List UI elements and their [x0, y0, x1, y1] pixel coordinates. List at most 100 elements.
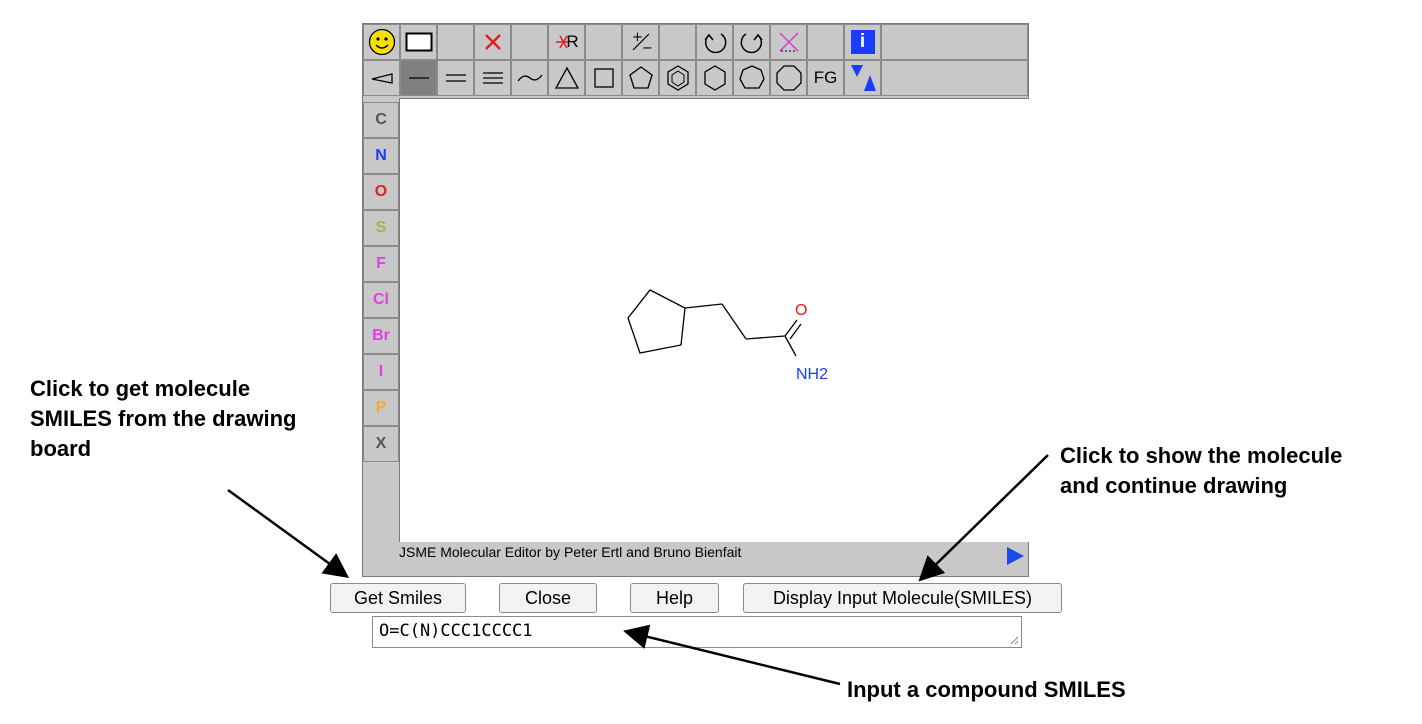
atom-button-x[interactable]: X [363, 426, 399, 462]
info-button[interactable]: i [844, 24, 881, 60]
atom-label: Cl [373, 291, 389, 308]
wedge-bond-icon [371, 73, 393, 84]
toolbar-empty-4 [659, 24, 696, 60]
delete-r-icon [556, 35, 569, 49]
ring5-button[interactable] [622, 60, 659, 96]
play-icon[interactable] [1007, 547, 1024, 565]
octagon-ring-icon [775, 65, 802, 91]
double-bond-button[interactable] [437, 60, 474, 96]
clear-button[interactable] [770, 24, 807, 60]
redo-icon [740, 33, 763, 54]
display-input-molecule-button[interactable]: Display Input Molecule(SMILES) [743, 583, 1062, 613]
atom-button-i[interactable]: I [363, 354, 399, 390]
ring7-button[interactable] [733, 60, 770, 96]
redo-button[interactable] [733, 24, 770, 60]
plus-minus-icon: +− [632, 30, 653, 55]
delete-button[interactable] [474, 24, 511, 60]
atom-button-f[interactable]: F [363, 246, 399, 282]
atom-button-cl[interactable]: Cl [363, 282, 399, 318]
atom-label: S [375, 219, 387, 236]
bond [745, 335, 786, 340]
oxygen-atom: O [795, 302, 807, 319]
jsme-editor: R +− i [362, 23, 1029, 577]
annotation-display: Click to show the molecule and continue … [1060, 441, 1342, 501]
help-button[interactable]: Help [630, 583, 719, 613]
delete-rgroup-button[interactable]: R [548, 24, 585, 60]
fg-label: FG [813, 68, 838, 87]
atom-button-s[interactable]: S [363, 210, 399, 246]
undo-icon [703, 33, 726, 54]
toolbar-empty-3 [585, 24, 622, 60]
bond [784, 335, 797, 357]
single-bond-icon [408, 77, 429, 79]
rgroup-label: R [566, 32, 579, 51]
clear-icon [778, 32, 799, 52]
info-icon: i [850, 30, 875, 54]
atom-label: O [374, 183, 388, 200]
atom-button-n[interactable]: N [363, 138, 399, 174]
annotation-line: Click to show the molecule [1060, 443, 1343, 468]
atom-button-o[interactable]: O [363, 174, 399, 210]
toolbar-filler-top [881, 24, 1028, 60]
benzene-ring-icon [666, 65, 689, 91]
triangle-ring-icon [554, 66, 579, 89]
rectangle-select-icon [405, 32, 432, 52]
ring4-button[interactable] [585, 60, 622, 96]
ring6-button[interactable] [696, 60, 733, 96]
bond [684, 303, 723, 309]
molecule-drawing: O NH2 [627, 289, 828, 383]
delete-x-icon [484, 34, 501, 50]
resize-grip-icon[interactable] [1009, 635, 1019, 645]
atom-label: F [376, 255, 386, 272]
undo-button[interactable] [696, 24, 733, 60]
status-bar-text: JSME Molecular Editor by Peter Ertl and … [399, 544, 742, 560]
annotation-line: SMILES from the drawing [30, 406, 297, 431]
toolbar-empty-5 [807, 24, 844, 60]
single-bond-button[interactable] [400, 60, 437, 96]
square-ring-icon [593, 68, 614, 88]
flip-triangles-icon [850, 65, 876, 91]
pentagon-ring-icon [628, 66, 653, 89]
triple-bond-icon [482, 72, 503, 84]
atom-button-c[interactable]: C [363, 102, 399, 138]
annotation-line: and continue drawing [1060, 473, 1288, 498]
close-button[interactable]: Close [499, 583, 597, 613]
svg-text:−: − [642, 41, 653, 55]
double-bond-b [789, 323, 802, 340]
flip-button[interactable] [844, 60, 881, 96]
ring8-button[interactable] [770, 60, 807, 96]
heptagon-ring-icon [738, 65, 765, 89]
wedge-bond-button[interactable] [363, 60, 400, 96]
arrow-to-display-button [918, 454, 1049, 582]
atom-label: Br [372, 327, 390, 344]
annotation-input: Input a compound SMILES [847, 677, 1126, 702]
select-rect-button[interactable] [400, 24, 437, 60]
toolbar-empty-2 [511, 24, 548, 60]
charge-button[interactable]: +− [622, 24, 659, 60]
molecule-bonds [627, 289, 802, 357]
toolbar-empty-1 [437, 24, 474, 60]
drawing-canvas[interactable]: O NH2 [399, 98, 1029, 542]
bond [721, 303, 747, 340]
chain-button[interactable] [511, 60, 548, 96]
annotation-get-smiles: Click to get molecule SMILES from the dr… [30, 374, 296, 464]
triple-bond-button[interactable] [474, 60, 511, 96]
svg-text:+: + [632, 30, 643, 45]
smiles-input-value: O=C(N)CCC1CCCC1 [379, 621, 533, 641]
functional-group-button[interactable]: FG [807, 60, 844, 96]
atom-label: X [375, 435, 387, 452]
annotation-line: Click to get molecule [30, 376, 251, 401]
smiley-button[interactable] [363, 24, 400, 60]
smiles-input[interactable]: O=C(N)CCC1CCCC1 [372, 616, 1022, 648]
atom-button-p[interactable]: P [363, 390, 399, 426]
arrow-to-get-smiles [227, 488, 350, 578]
nh2-group: NH2 [796, 366, 828, 383]
ring3-button[interactable] [548, 60, 585, 96]
atom-button-br[interactable]: Br [363, 318, 399, 354]
atom-label: I [378, 363, 384, 380]
smiley-icon [368, 28, 395, 56]
toolbar-filler-bottom [881, 60, 1028, 96]
benzene-button[interactable] [659, 60, 696, 96]
get-smiles-button[interactable]: Get Smiles [330, 583, 466, 613]
atom-label: P [375, 399, 387, 416]
